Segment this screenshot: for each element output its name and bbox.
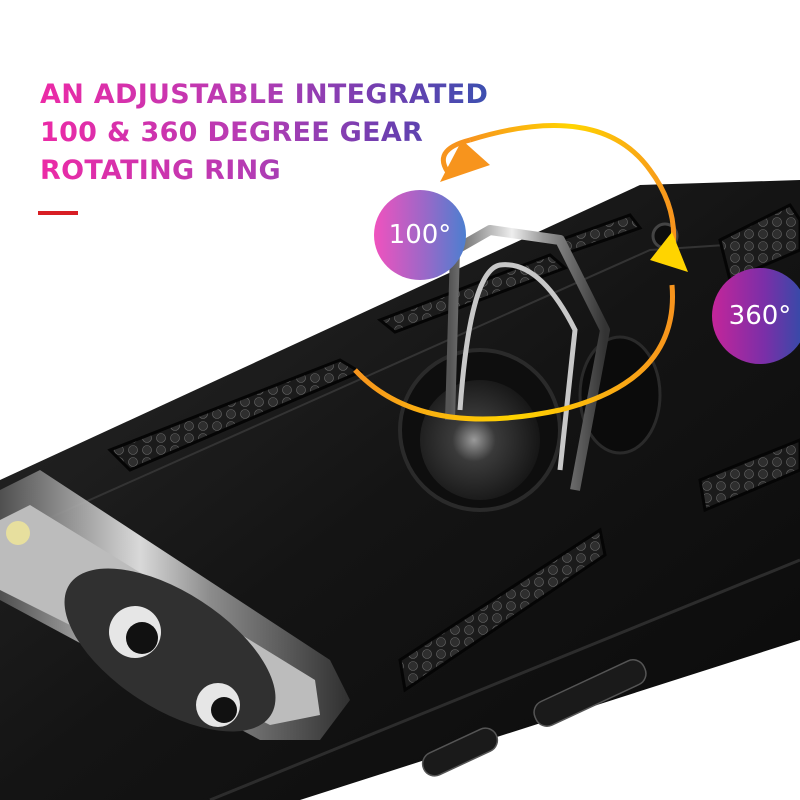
arrow-left-head-icon <box>440 140 490 182</box>
headline-line-2: 100 & 360 DEGREE GEAR <box>40 114 515 152</box>
badge-360-label: 360° <box>728 301 792 331</box>
headline: AN ADJUSTABLE INTEGRATED 100 & 360 DEGRE… <box>40 76 515 190</box>
badge-100-label: 100° <box>388 220 452 250</box>
arrow-up-head-icon <box>650 232 688 272</box>
rotation-arrows <box>353 123 688 422</box>
camera-module <box>0 470 350 740</box>
badge-360-degree: 360° <box>712 268 800 364</box>
rotating-disc <box>420 380 540 500</box>
badge-100-degree: 100° <box>374 190 466 280</box>
kickstand-ring <box>445 225 610 491</box>
headline-line-3: ROTATING RING <box>40 152 515 190</box>
headline-line-1: AN ADJUSTABLE INTEGRATED <box>40 76 515 114</box>
accent-divider <box>38 211 78 215</box>
